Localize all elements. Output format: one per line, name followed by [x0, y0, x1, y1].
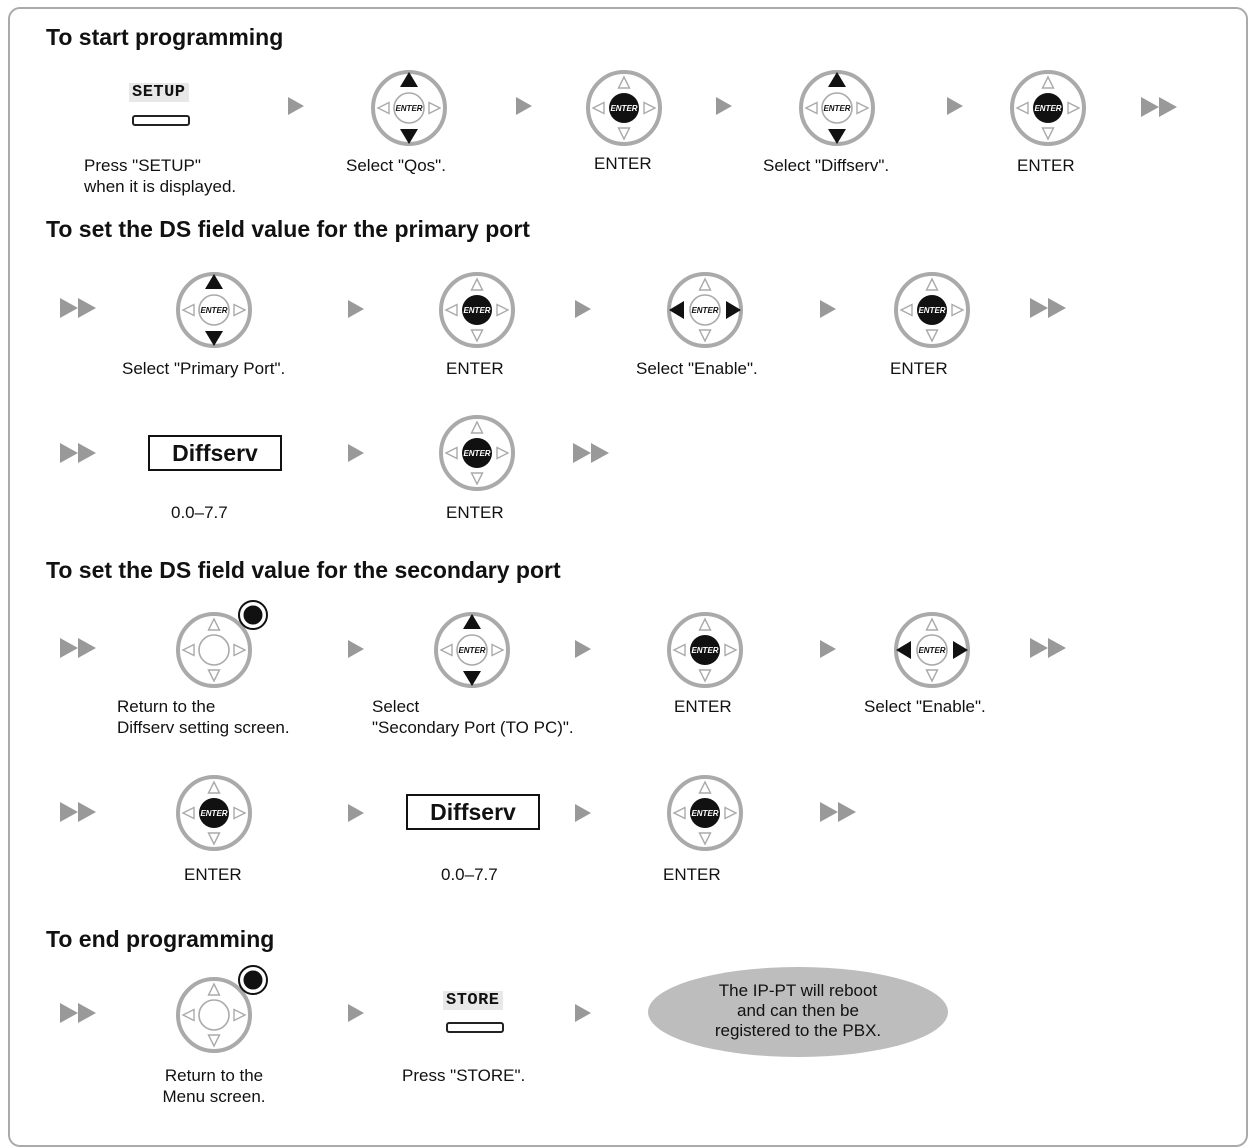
svg-text:ENTER: ENTER [200, 809, 227, 818]
caption-select-qos: Select "Qos". [346, 156, 446, 175]
svg-text:ENTER: ENTER [823, 104, 850, 113]
caption-setup-line1: Press "SETUP" [84, 156, 201, 175]
double-arrow-right-icon [820, 802, 860, 822]
navigator-enter-icon[interactable]: ENTER [437, 270, 517, 350]
navigator-up-down-icon[interactable]: ENTER [369, 68, 449, 148]
svg-text:ENTER: ENTER [610, 104, 637, 113]
arrow-right-icon [716, 97, 732, 115]
svg-text:ENTER: ENTER [1034, 104, 1061, 113]
caption-select-line2: "Secondary Port (TO PC)". [372, 718, 574, 737]
svg-text:ENTER: ENTER [200, 306, 227, 315]
caption-enter: ENTER [184, 865, 242, 884]
arrow-right-icon [288, 97, 304, 115]
caption-range: 0.0–7.7 [441, 865, 498, 884]
navigator-cancel-icon[interactable] [174, 965, 268, 1055]
caption-return-line1: Return to the [164, 1066, 264, 1085]
caption-select-enable: Select "Enable". [636, 359, 758, 378]
double-arrow-right-icon [60, 638, 100, 658]
arrow-right-icon [348, 300, 364, 318]
store-key-label: STORE [443, 991, 503, 1010]
svg-text:ENTER: ENTER [691, 646, 718, 655]
double-arrow-right-icon [1030, 298, 1070, 318]
arrow-right-icon [348, 640, 364, 658]
caption-setup-line2: when it is displayed. [84, 177, 237, 196]
caption-enter: ENTER [674, 697, 732, 716]
arrow-right-icon [820, 640, 836, 658]
diffserv-input-box[interactable]: Diffserv [406, 794, 540, 830]
caption-enter: ENTER [446, 359, 504, 378]
reboot-note-bubble: The IP-PT will reboot and can then be re… [648, 967, 948, 1057]
arrow-right-icon [947, 97, 963, 115]
double-arrow-right-icon [60, 298, 100, 318]
double-arrow-right-icon [60, 1003, 100, 1023]
caption-return-line2: Diffserv setting screen. [117, 718, 290, 737]
section-title-secondary: To set the DS field value for the second… [46, 557, 561, 583]
arrow-right-icon [575, 640, 591, 658]
svg-text:ENTER: ENTER [395, 104, 422, 113]
section-title-start: To start programming [46, 24, 284, 50]
arrow-right-icon [516, 97, 532, 115]
caption-enter: ENTER [890, 359, 948, 378]
arrow-right-icon [820, 300, 836, 318]
caption-select-diffserv: Select "Diffserv". [763, 156, 890, 175]
navigator-enter-icon[interactable]: ENTER [174, 773, 254, 853]
caption-select-line1: Select [372, 697, 420, 716]
svg-text:ENTER: ENTER [691, 809, 718, 818]
bubble-line3: registered to the PBX. [714, 1021, 882, 1040]
navigator-enter-icon[interactable]: ENTER [665, 773, 745, 853]
caption-enter: ENTER [446, 503, 504, 522]
navigator-left-right-icon[interactable]: ENTER [665, 270, 745, 350]
navigator-up-down-icon[interactable]: ENTER [797, 68, 877, 148]
arrow-right-icon [575, 1004, 591, 1022]
caption-return-menu: Return to the Menu screen. [140, 1065, 288, 1107]
bubble-line2: and can then be [737, 1001, 859, 1020]
caption-return-line2: Menu screen. [162, 1087, 266, 1106]
double-arrow-right-icon [60, 443, 100, 463]
caption-enter: ENTER [663, 865, 721, 884]
setup-key-label: SETUP [129, 83, 189, 102]
svg-text:ENTER: ENTER [918, 646, 945, 655]
svg-text:ENTER: ENTER [458, 646, 485, 655]
svg-text:ENTER: ENTER [918, 306, 945, 315]
navigator-left-right-icon[interactable]: ENTER [892, 610, 972, 690]
caption-select-secondary-port: Select "Secondary Port (TO PC)". [372, 696, 574, 738]
arrow-right-icon [348, 444, 364, 462]
arrow-right-icon [348, 1004, 364, 1022]
navigator-enter-icon[interactable]: ENTER [665, 610, 745, 690]
setup-key-icon[interactable] [132, 115, 190, 126]
navigator-enter-icon[interactable]: ENTER [1008, 68, 1088, 148]
navigator-up-down-icon[interactable]: ENTER [432, 610, 512, 690]
double-arrow-right-icon [1141, 97, 1181, 117]
arrow-right-icon [575, 804, 591, 822]
caption-enter: ENTER [1017, 156, 1075, 175]
navigator-cancel-icon[interactable] [174, 600, 268, 690]
double-arrow-right-icon [573, 443, 613, 463]
caption-select-enable: Select "Enable". [864, 697, 986, 716]
svg-text:ENTER: ENTER [463, 449, 490, 458]
navigator-enter-icon[interactable]: ENTER [584, 68, 664, 148]
svg-text:ENTER: ENTER [691, 306, 718, 315]
double-arrow-right-icon [1030, 638, 1070, 658]
diffserv-input-box[interactable]: Diffserv [148, 435, 282, 471]
caption-enter: ENTER [594, 154, 652, 173]
caption-press-store: Press "STORE". [402, 1066, 526, 1085]
bubble-line1: The IP-PT will reboot [718, 981, 878, 1000]
svg-text:ENTER: ENTER [463, 306, 490, 315]
section-title-primary: To set the DS field value for the primar… [46, 216, 530, 242]
navigator-enter-icon[interactable]: ENTER [437, 413, 517, 493]
caption-return-line1: Return to the [117, 697, 216, 716]
double-arrow-right-icon [60, 802, 100, 822]
arrow-right-icon [575, 300, 591, 318]
store-key-icon[interactable] [446, 1022, 504, 1033]
section-title-end: To end programming [46, 926, 275, 952]
navigator-enter-icon[interactable]: ENTER [892, 270, 972, 350]
caption-select-primary-port: Select "Primary Port". [122, 359, 286, 378]
caption-return-diffserv: Return to the Diffserv setting screen. [117, 696, 290, 738]
arrow-right-icon [348, 804, 364, 822]
caption-setup: Press "SETUP" when it is displayed. [84, 155, 236, 197]
caption-range: 0.0–7.7 [171, 503, 228, 522]
navigator-up-down-icon[interactable]: ENTER [174, 270, 254, 350]
